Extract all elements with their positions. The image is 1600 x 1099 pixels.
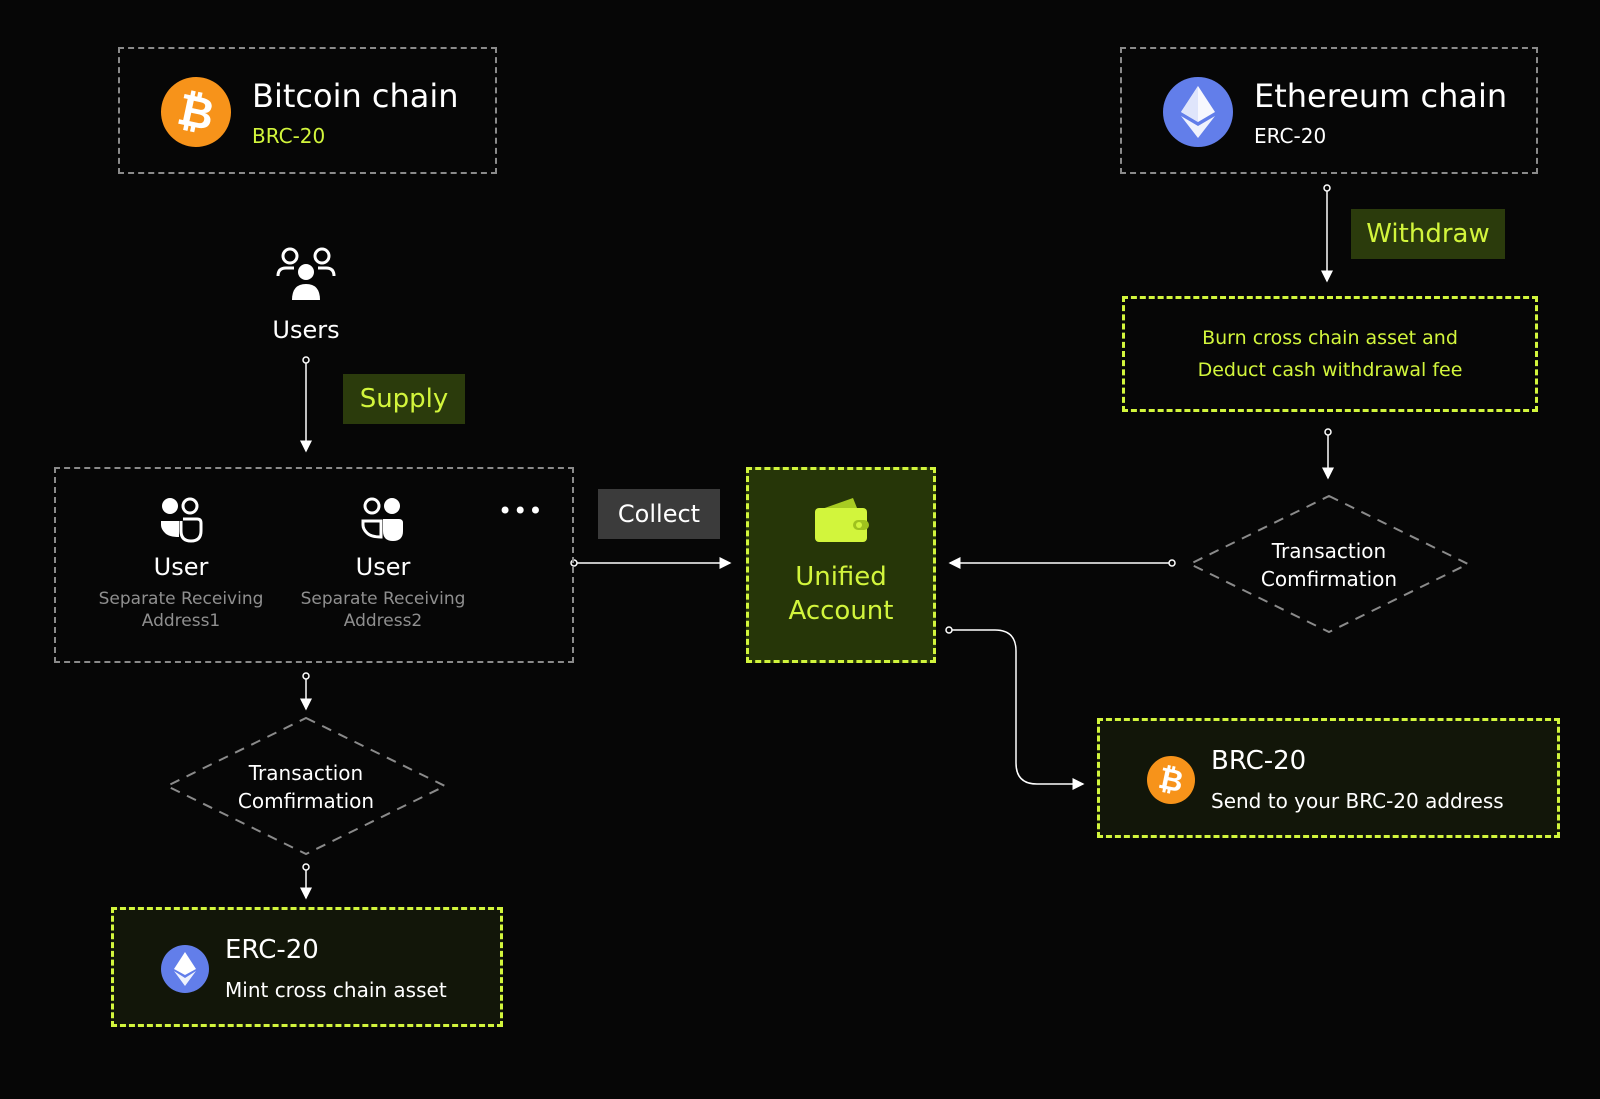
users-label: Users: [272, 316, 340, 344]
user-2-name: User: [355, 553, 411, 581]
erc20-output-subtitle: Mint cross chain asset: [225, 978, 447, 1002]
tx-right-label: Transaction Comfirmation: [1239, 536, 1419, 594]
user-icon: [161, 497, 203, 543]
user-1-line1: Separate Receiving: [98, 589, 264, 609]
brc20-output-box: ₿ BRC-20 Send to your BRC-20 address: [1097, 718, 1560, 838]
burn-line1: Burn cross chain asset and: [1202, 327, 1458, 349]
arrow-tx-to-unified: [948, 557, 1176, 569]
ethereum-chain-box: Ethereum chain ERC-20: [1120, 47, 1538, 174]
tx-left-line1: Transaction: [248, 761, 364, 785]
user-node-1: User Separate Receiving Address1: [86, 497, 276, 647]
user-2-line2: Address2: [343, 611, 423, 631]
tx-left-line2: Comfirmation: [237, 789, 375, 813]
arrow-group-to-unified: [570, 557, 732, 569]
erc20-output-box: ERC-20 Mint cross chain asset: [111, 907, 503, 1027]
tx-left-label: Transaction Comfirmation: [216, 758, 396, 816]
wallet-icon: [815, 498, 869, 542]
tx-right-line2: Comfirmation: [1260, 567, 1398, 591]
unified-line2: Account: [788, 596, 894, 626]
user-node-2: User Separate Receiving Address2: [288, 497, 478, 647]
arrow-tx-to-erc: [300, 863, 312, 900]
ethereum-icon: [1163, 77, 1233, 147]
tx-left-diamond: [164, 716, 448, 856]
users-node: Users: [246, 244, 366, 344]
ethereum-icon: [161, 945, 209, 993]
ethereum-chain-title: Ethereum chain: [1254, 77, 1508, 115]
supply-tag: Supply: [343, 374, 465, 424]
users-group-icon: [276, 247, 336, 300]
arrow-users-to-group: [300, 356, 312, 453]
arrow-unified-to-brc: [945, 626, 1085, 790]
erc20-output-title: ERC-20: [225, 935, 319, 965]
collect-tag: Collect: [598, 489, 720, 539]
user-1-line2: Address1: [141, 611, 221, 631]
tx-right-diamond: [1187, 494, 1471, 634]
user-2-line1: Separate Receiving: [300, 589, 466, 609]
burn-line2: Deduct cash withdrawal fee: [1197, 359, 1463, 381]
bitcoin-chain-box: ₿ Bitcoin chain BRC-20: [118, 47, 497, 174]
user-icon: [361, 497, 403, 541]
arrow-group-to-tx: [300, 672, 312, 711]
tx-right-line1: Transaction: [1271, 539, 1387, 563]
burn-box: Burn cross chain asset and Deduct cash w…: [1122, 296, 1538, 412]
brc20-output-subtitle: Send to your BRC-20 address: [1211, 789, 1504, 813]
unified-account-box: Unified Account: [746, 467, 936, 663]
brc20-output-title: BRC-20: [1211, 746, 1307, 776]
arrow-burn-to-tx: [1322, 428, 1334, 480]
ethereum-chain-subtitle: ERC-20: [1254, 124, 1327, 148]
user-group-box: User Separate Receiving Address1 User Se…: [54, 467, 574, 663]
withdraw-tag: Withdraw: [1351, 209, 1505, 259]
more-users-ellipsis: •••: [498, 497, 544, 525]
bitcoin-icon: ₿: [1142, 751, 1200, 809]
bitcoin-icon: ₿: [154, 70, 238, 154]
unified-line1: Unified: [795, 562, 887, 592]
user-1-name: User: [153, 553, 209, 581]
bitcoin-chain-title: Bitcoin chain: [252, 77, 459, 115]
bitcoin-chain-subtitle: BRC-20: [252, 124, 326, 148]
arrow-eth-to-burn: [1321, 184, 1333, 283]
